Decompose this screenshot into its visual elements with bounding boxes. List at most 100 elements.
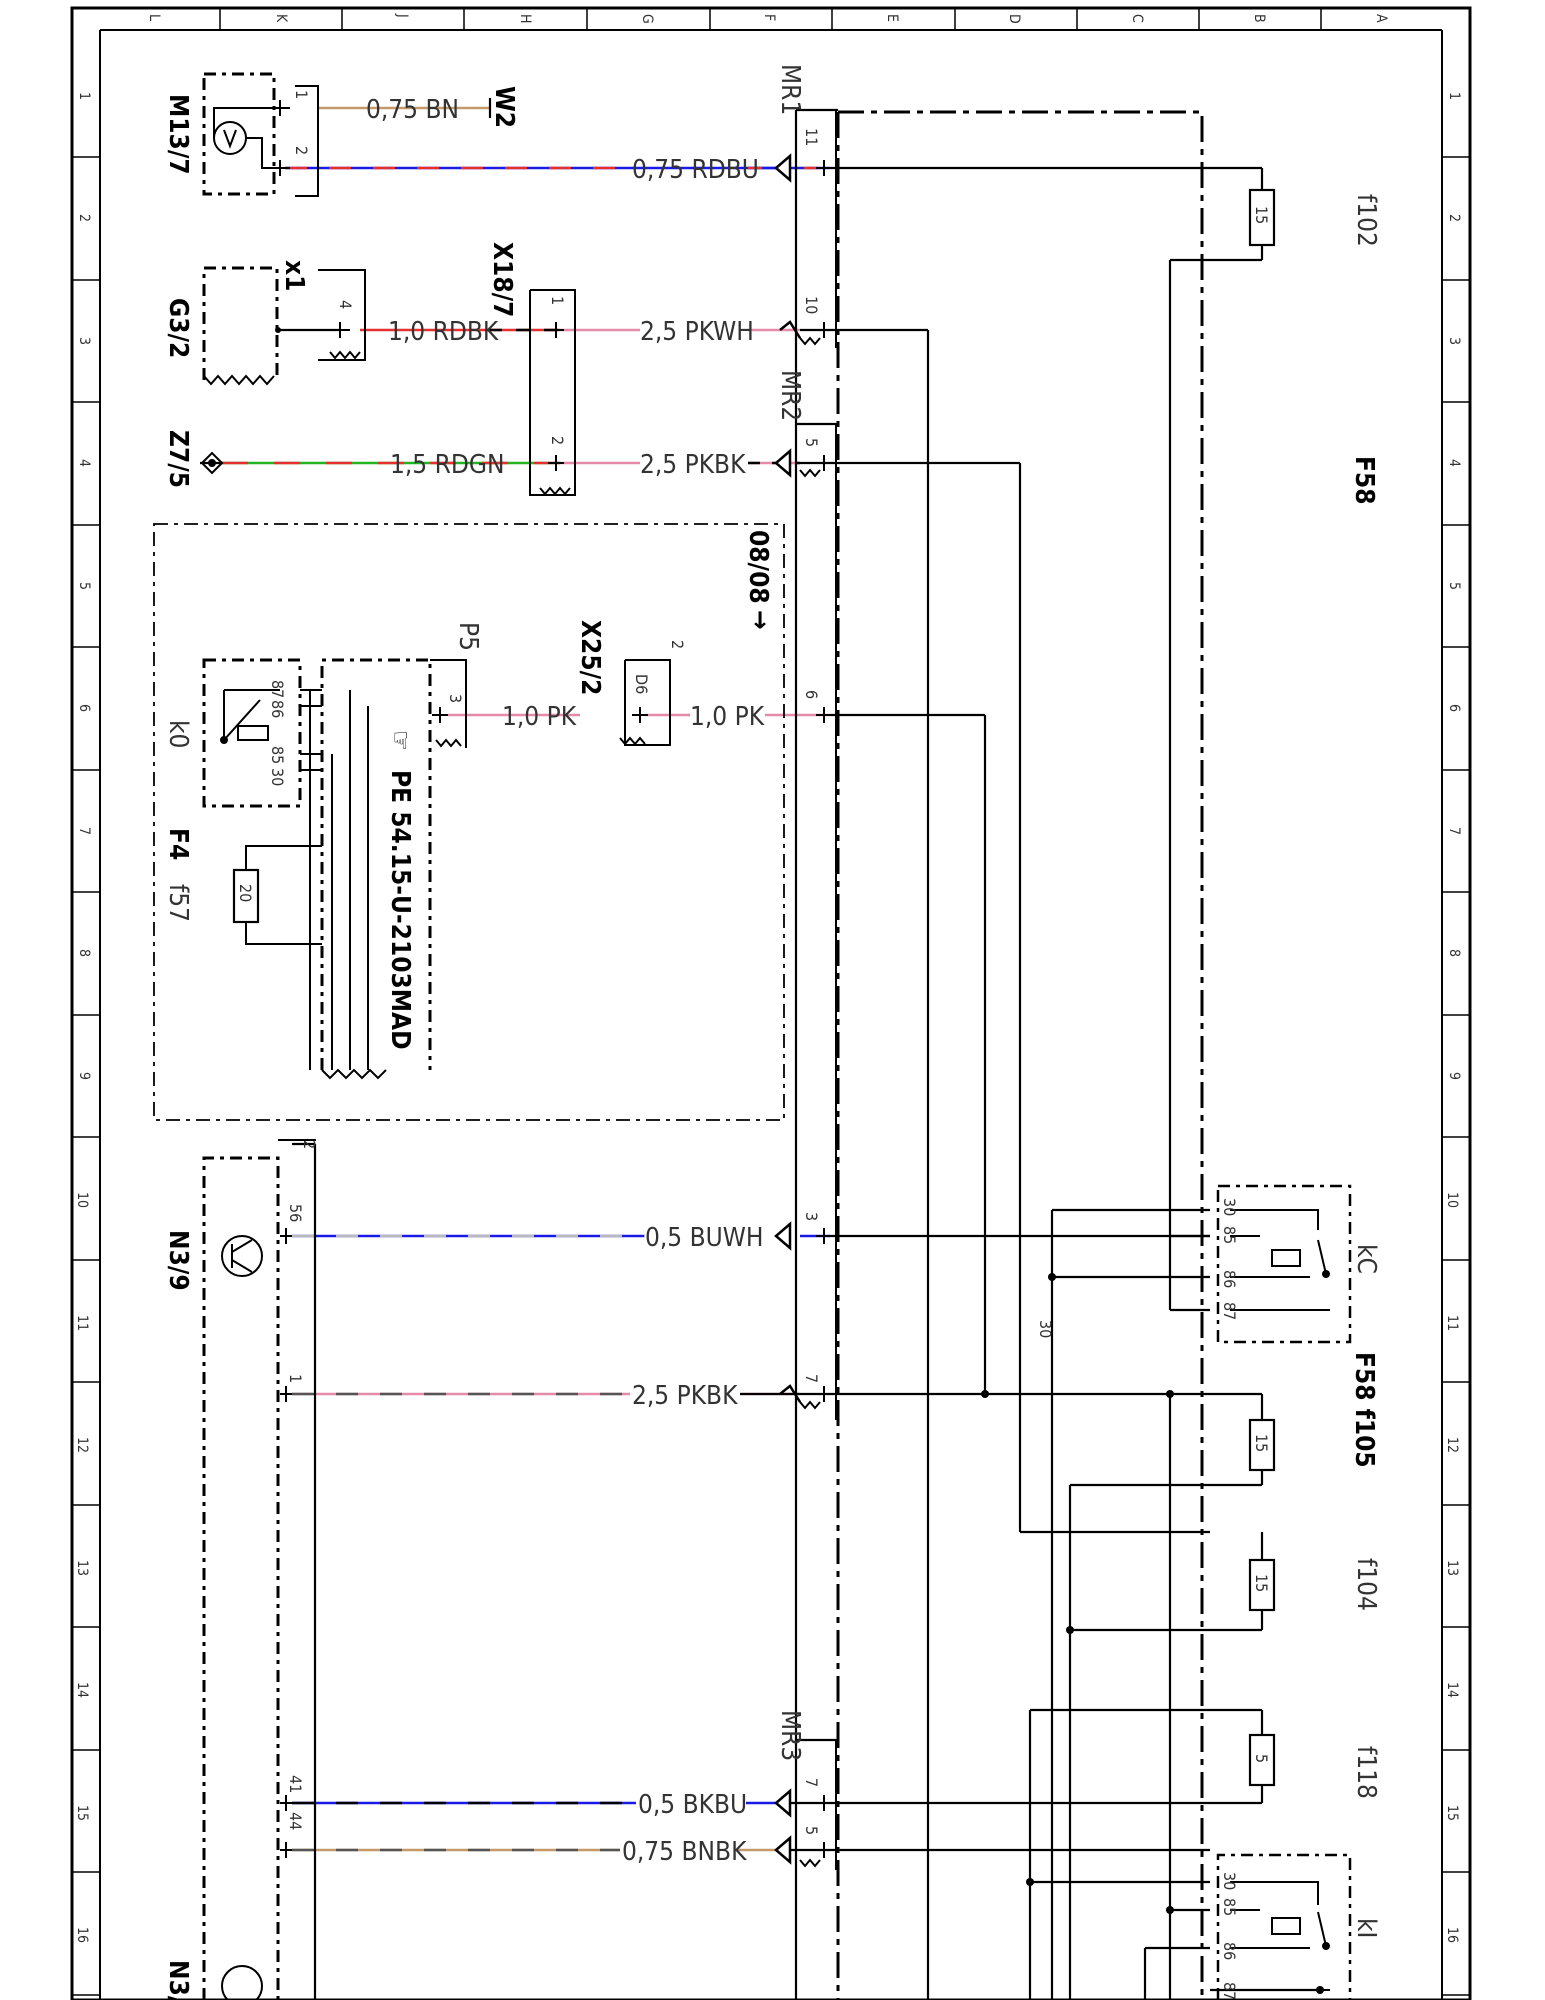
label-wire-05-bkbu: 0,5 BKBU xyxy=(638,1790,747,1820)
row-8-right: 8 xyxy=(1446,949,1462,957)
pin-x1-4: 4 xyxy=(336,300,355,309)
pin-mr3-7: 7 xyxy=(802,1778,821,1787)
label-wire-10-pk-1: 1,0 PK xyxy=(502,702,577,732)
pin-x25-2: 2 xyxy=(668,640,687,649)
label-x18-7: X18/7 xyxy=(487,242,517,317)
label-p5: P5 xyxy=(453,622,483,651)
row-5-left: 5 xyxy=(76,582,92,590)
col-J: J xyxy=(394,13,410,18)
label-z7-5: Z7/5 xyxy=(163,430,193,488)
label-kl: kI xyxy=(1351,1918,1381,1938)
pin-kl-86: 86 xyxy=(1220,1942,1239,1960)
label-g3-2: G3/2 xyxy=(163,298,193,358)
fuse-f105 xyxy=(1248,1418,1276,1472)
row-1-left: 1 xyxy=(76,92,92,100)
row-2-right: 2 xyxy=(1446,214,1462,222)
row-2-left: 2 xyxy=(76,214,92,222)
label-x1: x1 xyxy=(279,260,309,291)
row-9-right: 9 xyxy=(1446,1072,1462,1080)
label-wire-10-pk-2: 1,0 PK xyxy=(690,702,765,732)
label-wire-15-rdgn: 1,5 RDGN xyxy=(390,450,505,480)
label-kc: kC xyxy=(1351,1244,1381,1274)
svg-text:☞: ☞ xyxy=(385,730,415,751)
fuse-f118 xyxy=(1248,1733,1276,1787)
pin-contacts xyxy=(279,100,832,1858)
label-k0: k0 xyxy=(163,720,193,748)
pin-mr1-11: 11 xyxy=(802,128,821,146)
pin-m13-2: 2 xyxy=(292,146,311,155)
row-5-right: 5 xyxy=(1446,582,1462,590)
label-f58: F58 xyxy=(1349,456,1379,505)
pin-k0-87: 87 xyxy=(268,680,287,698)
col-C: C xyxy=(1129,14,1145,23)
pin-kc-87: 87 xyxy=(1220,1302,1239,1320)
dashed-boxes xyxy=(153,72,1352,2000)
label-wire-10-rdbk: 1,0 RDBK xyxy=(388,317,499,347)
pin-n3-41: 41 xyxy=(286,1775,305,1793)
col-L: L xyxy=(146,14,162,21)
label-wire-075-bnbk: 0,75 BNBK xyxy=(622,1837,747,1867)
label-wire-25-pkbk-1: 2,5 PKBK xyxy=(640,450,746,480)
label-wire-075-bn: 0,75 BN xyxy=(366,95,459,125)
pin-mr1-10: 10 xyxy=(802,296,821,314)
fuse-values: 15 15 15 5 20 xyxy=(236,206,1271,1763)
label-mr2: MR2 xyxy=(775,370,805,421)
label-f57: f57 xyxy=(163,884,193,922)
grid-column-labels: L K J H G F E D C B A xyxy=(146,13,1389,24)
pin-k0-86: 86 xyxy=(268,700,287,718)
fuse-f57-wires xyxy=(245,845,322,945)
col-B: B xyxy=(1251,14,1267,23)
label-mr1: MR1 xyxy=(775,64,805,115)
row-9-left: 9 xyxy=(76,1072,92,1080)
row-11-right: 11 xyxy=(1444,1315,1460,1331)
pin-kc-86: 86 xyxy=(1220,1270,1239,1288)
label-mr3: MR3 xyxy=(775,1710,805,1761)
label-pe-ref: PE 54.15-U-2103MAD xyxy=(385,770,415,1050)
junctions xyxy=(981,1390,1324,1994)
pin-numbers: 1 2 4 1 2 11 10 5 6 3 7 7 5 3 2 87 86 85… xyxy=(268,90,1239,2000)
colored-wires xyxy=(222,106,830,1852)
feed-arrows xyxy=(774,153,802,1865)
pin-n3-1: 1 xyxy=(286,1374,305,1383)
row-4-left: 4 xyxy=(76,459,92,467)
fuse-f102 xyxy=(1248,188,1276,247)
label-n3-cut: N3/ xyxy=(163,1960,193,2000)
label-08-08: 08/08 xyxy=(743,530,773,604)
pin-kc-30: 30 xyxy=(1220,1198,1239,1216)
wire-labels: 0,75 BN 0,75 RDBU 1,0 RDBK 2,5 PKWH 1,5 … xyxy=(366,95,765,1867)
pin-n3-2: 2 xyxy=(300,1140,319,1149)
fuse-f102-value: 15 xyxy=(1252,206,1271,224)
label-wire-25-pkwh: 2,5 PKWH xyxy=(640,317,754,347)
row-16-left: 16 xyxy=(74,1927,90,1943)
pin-k0-30: 30 xyxy=(268,768,287,786)
fuse-f118-value: 5 xyxy=(1252,1754,1271,1763)
connector-brackets xyxy=(278,85,837,1870)
pin-mr3-5: 5 xyxy=(802,1826,821,1835)
row-4-right: 4 xyxy=(1446,459,1462,467)
pin-k0-85: 85 xyxy=(268,746,287,764)
col-E: E xyxy=(884,14,900,22)
pin-m13-1: 1 xyxy=(292,90,311,99)
label-n3-9: N3/9 xyxy=(163,1230,193,1291)
row-13-left: 13 xyxy=(74,1560,90,1576)
label-x25-2: X25/2 xyxy=(575,620,605,695)
pin-x18-2: 2 xyxy=(548,436,567,445)
label-f4: F4 xyxy=(163,828,193,860)
motor-icon xyxy=(213,121,247,155)
pin-p5-3: 3 xyxy=(446,694,465,703)
label-w2: W2 xyxy=(489,86,519,128)
pin-mr2-3: 3 xyxy=(802,1212,821,1221)
pe-box xyxy=(320,658,432,1070)
label-wire-25-pkbk-2: 2,5 PKBK xyxy=(632,1381,738,1411)
pin-mr2-5: 5 xyxy=(802,438,821,447)
f58-box xyxy=(836,110,1204,2000)
fuse-f104 xyxy=(1248,1558,1276,1612)
label-f102: f102 xyxy=(1351,194,1381,247)
pin-kc-85: 85 xyxy=(1220,1226,1239,1244)
pin-mr2-6: 6 xyxy=(802,690,821,699)
relay-k0 xyxy=(220,689,369,1070)
label-wire-05-buwh: 0,5 BUWH xyxy=(645,1223,764,1253)
row-15-right: 15 xyxy=(1444,1805,1460,1821)
g3-2-box xyxy=(202,266,279,380)
